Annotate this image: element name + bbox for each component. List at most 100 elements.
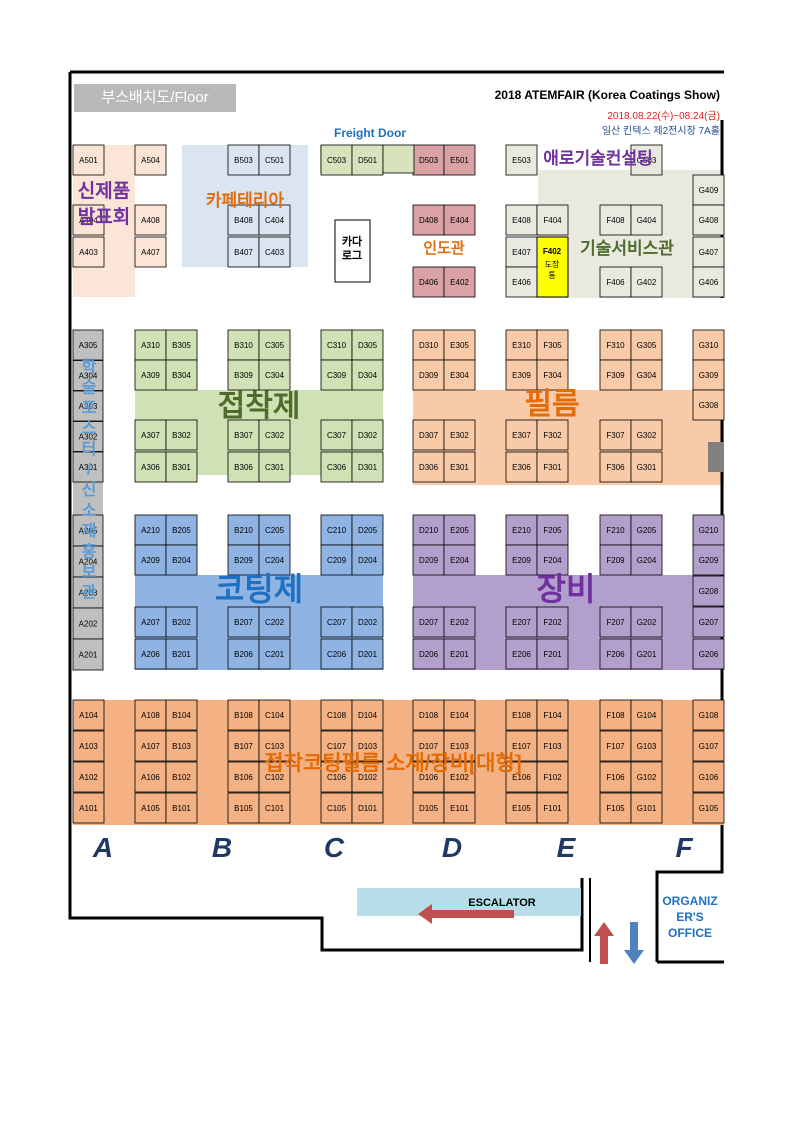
booth-code: A103 [79,742,98,751]
booth-cell [692,359,725,391]
booth-a408: A408 [134,204,167,236]
zone-catalog: 로그 [342,249,362,262]
booth-cell [351,419,384,451]
booth-code: F404 [543,216,562,225]
booth-cell [630,204,663,236]
booth-cell [536,792,569,824]
booth-cell [599,699,632,731]
booth-f301: F301 [536,451,569,483]
booth-cell [692,638,725,670]
booth-code: E106 [512,773,531,782]
booth-c207: C207 [320,606,353,638]
booth-cell [692,266,725,298]
booth-cell [443,730,476,762]
booth-cell [630,792,663,824]
booth-code: C103 [265,742,285,751]
booth-a305: A305 [72,329,104,361]
booth-cell [630,144,663,176]
booth-cell [443,451,476,483]
booth-cell [536,730,569,762]
booth-g204: G204 [630,544,663,576]
booth-e101: E101 [443,792,476,824]
booth-code: D104 [358,711,378,720]
booth-d309: D309 [412,359,445,391]
booth-cell [165,514,198,546]
booth-d103: D103 [351,730,384,762]
booth-cell [258,451,291,483]
booth-cell [227,144,260,176]
booth-cell [320,451,353,483]
booth-code: G210 [699,526,719,535]
booth-e105: E105 [505,792,538,824]
booth-e404: E404 [443,204,476,236]
booth-code: B309 [234,371,253,380]
booth-cell [599,730,632,762]
booth-code: E104 [450,711,469,720]
booth-cell [165,699,198,731]
booth-cell [165,329,198,361]
booth-e206: E206 [505,638,538,670]
booth-code: B105 [234,804,253,813]
booth-code: C302 [265,431,285,440]
booth-cell [258,699,291,731]
booth-cell [505,761,538,793]
zone-adhesive: 접착제 [218,390,301,423]
booth-cell [351,144,384,176]
booth-cell [692,575,725,607]
booth-code: G204 [637,556,657,565]
booth-code: D306 [419,463,439,472]
booth-code: E108 [512,711,531,720]
booth-g103: G103 [630,730,663,762]
zone-poster-char: 재 [82,522,97,540]
booth-g305: G305 [630,329,663,361]
booth-code: G104 [637,711,657,720]
booth-a407: A407 [134,236,167,268]
booth-code: D103 [358,742,378,751]
booth-cell [599,638,632,670]
booth-code: F309 [606,371,625,380]
booth-b305: B305 [165,329,198,361]
booth-b104: B104 [165,699,198,731]
booth-cell [134,730,167,762]
booth-cell [505,514,538,546]
zone-film: 필름 [524,388,579,421]
booth-cell [351,451,384,483]
booth-code: A202 [79,620,98,629]
booth-code: G107 [699,742,719,751]
booth-cell [320,419,353,451]
booth-d301: D301 [351,451,384,483]
booth-cell [258,204,291,236]
booth-code: E402 [450,278,469,287]
booth-cell [351,329,384,361]
booth-code: F107 [606,742,625,751]
booth-c304: C304 [258,359,291,391]
booth-cell [630,761,663,793]
booth-a104: A104 [72,699,105,731]
booth-e304: E304 [443,359,476,391]
booth-cell [351,730,384,762]
booth-code: B204 [172,556,191,565]
booth-f101: F101 [536,792,569,824]
booth-cell [630,451,663,483]
booth-code: E205 [450,526,469,535]
booth-c305: C305 [258,329,291,361]
booth-b107: B107 [227,730,260,762]
pillar [708,442,724,472]
booth-code: C307 [327,431,347,440]
booth-g105: G105 [692,792,725,824]
booth-cell [599,514,632,546]
zone-poster-char: 스 [82,421,97,438]
booth-cell [134,236,167,268]
booth-a403: A403 [72,236,105,268]
booth-cell [505,329,538,361]
booth-cell [134,144,167,176]
booth-e306: E306 [505,451,538,483]
booth-code: C206 [327,650,347,659]
booth-d210: D210 [412,514,445,546]
booth-code: B408 [234,216,253,225]
booth-cell [536,761,569,793]
booth-e209: E209 [505,544,538,576]
booth-a210: A210 [134,514,167,546]
booth-cell [505,266,538,298]
